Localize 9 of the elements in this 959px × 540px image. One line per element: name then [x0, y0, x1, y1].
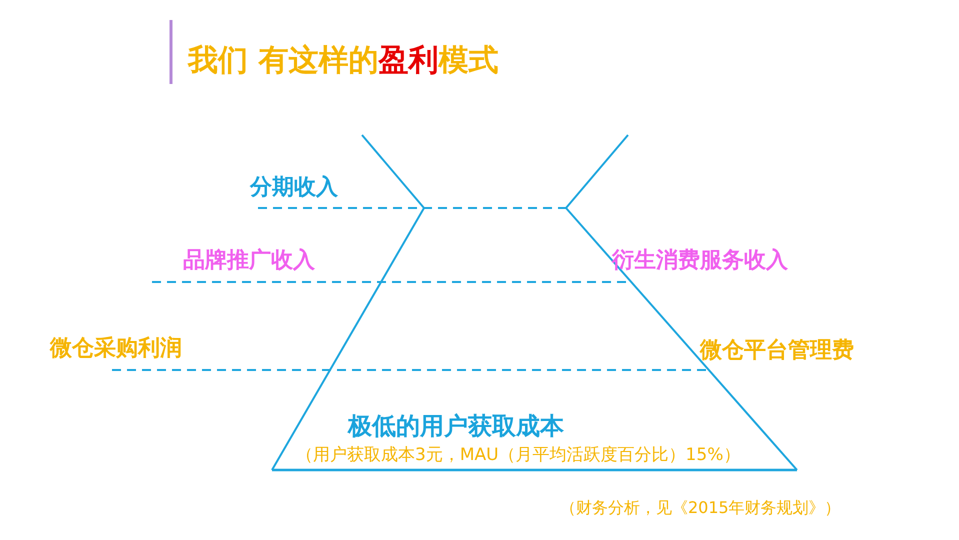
base-label: 极低的用户获取成本: [348, 411, 564, 442]
layer-label: 微仓采购利润: [50, 335, 182, 363]
layer-label: 衍生消费服务收入: [612, 247, 788, 275]
slide-title: 我们 有这样的盈利模式: [188, 42, 498, 80]
base-note: （用户获取成本3元，MAU（月平均活跃度百分比）15%）: [296, 444, 740, 466]
source-note: （财务分析，见《2015年财务规划》）: [560, 498, 841, 519]
layer-label: 分期收入: [250, 174, 338, 202]
layer-label: 微仓平台管理费: [700, 337, 854, 365]
layer-label: 品牌推广收入: [183, 247, 315, 275]
